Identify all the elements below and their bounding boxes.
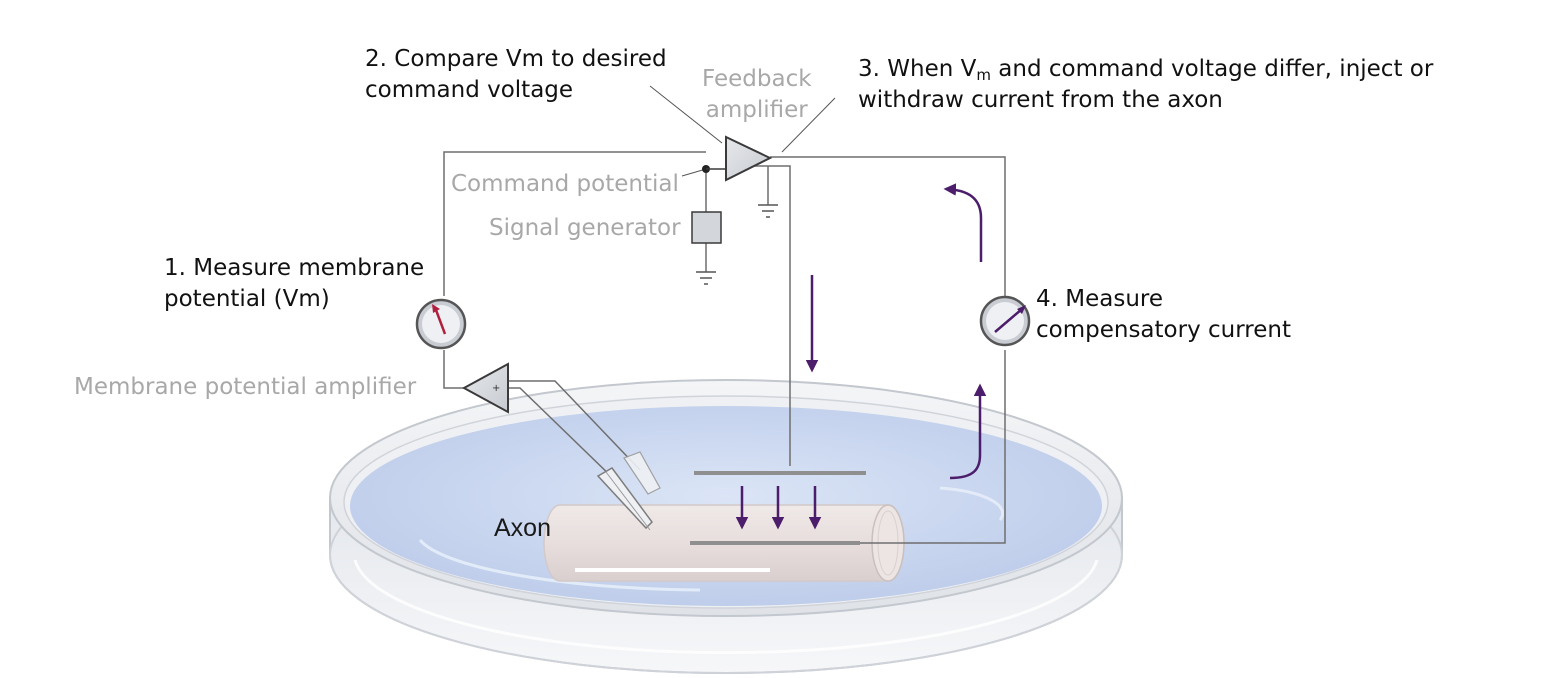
step-3-line-1: 3. When Vm and command voltage differ, i…	[858, 54, 1433, 85]
membrane-amplifier-icon	[461, 362, 509, 414]
current-arrow-icon	[735, 183, 987, 530]
step-4-line-2: compensatory current	[1036, 317, 1291, 344]
step-3-prefix: 3. When V	[858, 56, 977, 82]
feedback-amplifier-line-2: amplifier	[705, 97, 808, 124]
feedback-amplifier-icon	[702, 135, 773, 182]
step-1-line-1: 1. Measure membrane	[164, 255, 425, 281]
step-4-label: 4. Measure compensatory current	[1036, 284, 1291, 346]
electrode-icon	[596, 451, 661, 531]
signal-generator-label: Signal generator	[489, 215, 681, 241]
amplifier-plus-sign: +	[492, 383, 500, 394]
electrode-plates	[690, 471, 866, 545]
signal-generator-icon	[691, 211, 722, 244]
feedback-amplifier-line-1: Feedback	[702, 66, 812, 92]
step-2-label: 2. Compare Vm to desired command voltage	[365, 44, 667, 106]
step-4-line-1: 4. Measure	[1036, 286, 1164, 312]
voltmeter-icon	[415, 298, 467, 350]
axon-label: Axon	[494, 514, 551, 542]
circuit-wires	[443, 85, 1006, 544]
ground-icon	[758, 204, 778, 218]
step-2-line-1: 2. Compare Vm to desired	[365, 46, 667, 72]
step-3-line-2: withdraw current from the axon	[858, 87, 1223, 114]
feedback-amplifier-label: Feedback amplifier	[702, 64, 812, 126]
step-2-line-2: command voltage	[365, 77, 574, 104]
membrane-potential-amplifier-label: Membrane potential amplifier	[74, 374, 417, 400]
step-3-label: 3. When Vm and command voltage differ, i…	[858, 54, 1433, 116]
step-1-label: 1. Measure membrane potential (Vm)	[164, 253, 424, 315]
command-potential-label: Command potential	[451, 171, 679, 197]
step-3-subscript: m	[976, 66, 991, 84]
ground-icon	[696, 271, 716, 285]
step-3-suffix: and command voltage differ, inject or	[990, 56, 1434, 82]
step-1-line-2: potential (Vm)	[164, 286, 330, 313]
ammeter-icon	[979, 295, 1031, 347]
